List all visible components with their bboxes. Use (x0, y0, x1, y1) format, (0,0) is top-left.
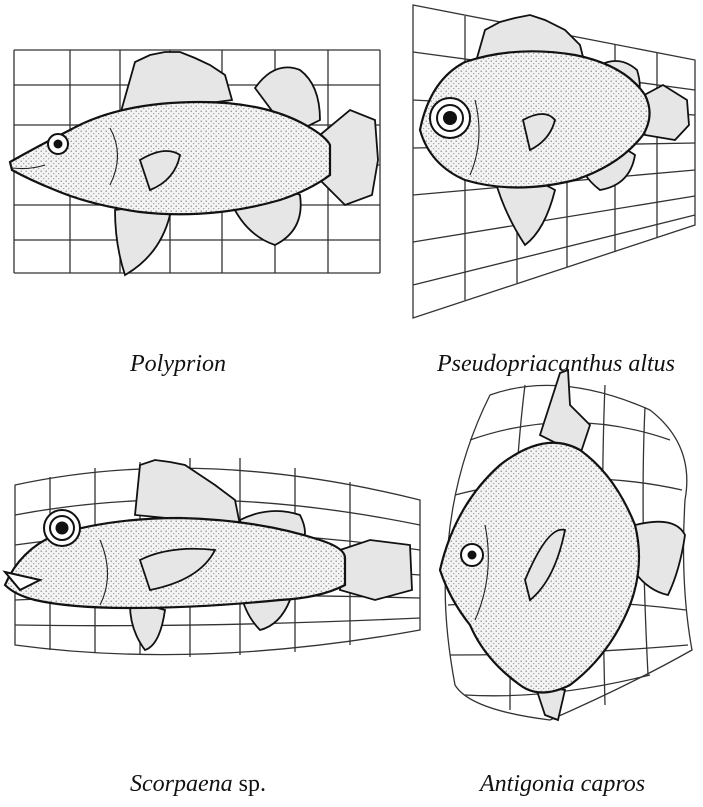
polyprion-drawing (0, 40, 392, 280)
figure-polyprion (0, 40, 392, 280)
caption-scorpaena-roman: sp. (233, 771, 266, 797)
pseudopriacanthus-fish (420, 15, 689, 245)
pseudopriacanthus-drawing (405, 0, 703, 320)
figure-antigonia (430, 365, 700, 730)
caption-antigonia-italic: Antigonia capros (480, 771, 645, 797)
caption-pseudopriacanthus: Pseudopriacanthus altus (437, 351, 675, 378)
caption-antigonia: Antigonia capros (480, 771, 645, 798)
scorpaena-drawing (0, 440, 425, 670)
figure-pseudopriacanthus (405, 0, 703, 320)
caption-polyprion-italic: Polyprion (130, 351, 226, 377)
antigonia-drawing (430, 365, 700, 730)
caption-polyprion: Polyprion (130, 351, 226, 378)
caption-scorpaena-italic: Scorpaena (130, 771, 233, 797)
caption-scorpaena: Scorpaena sp. (130, 771, 266, 798)
figure-scorpaena (0, 440, 425, 670)
caption-pseudopriacanthus-italic: Pseudopriacanthus altus (437, 351, 675, 377)
